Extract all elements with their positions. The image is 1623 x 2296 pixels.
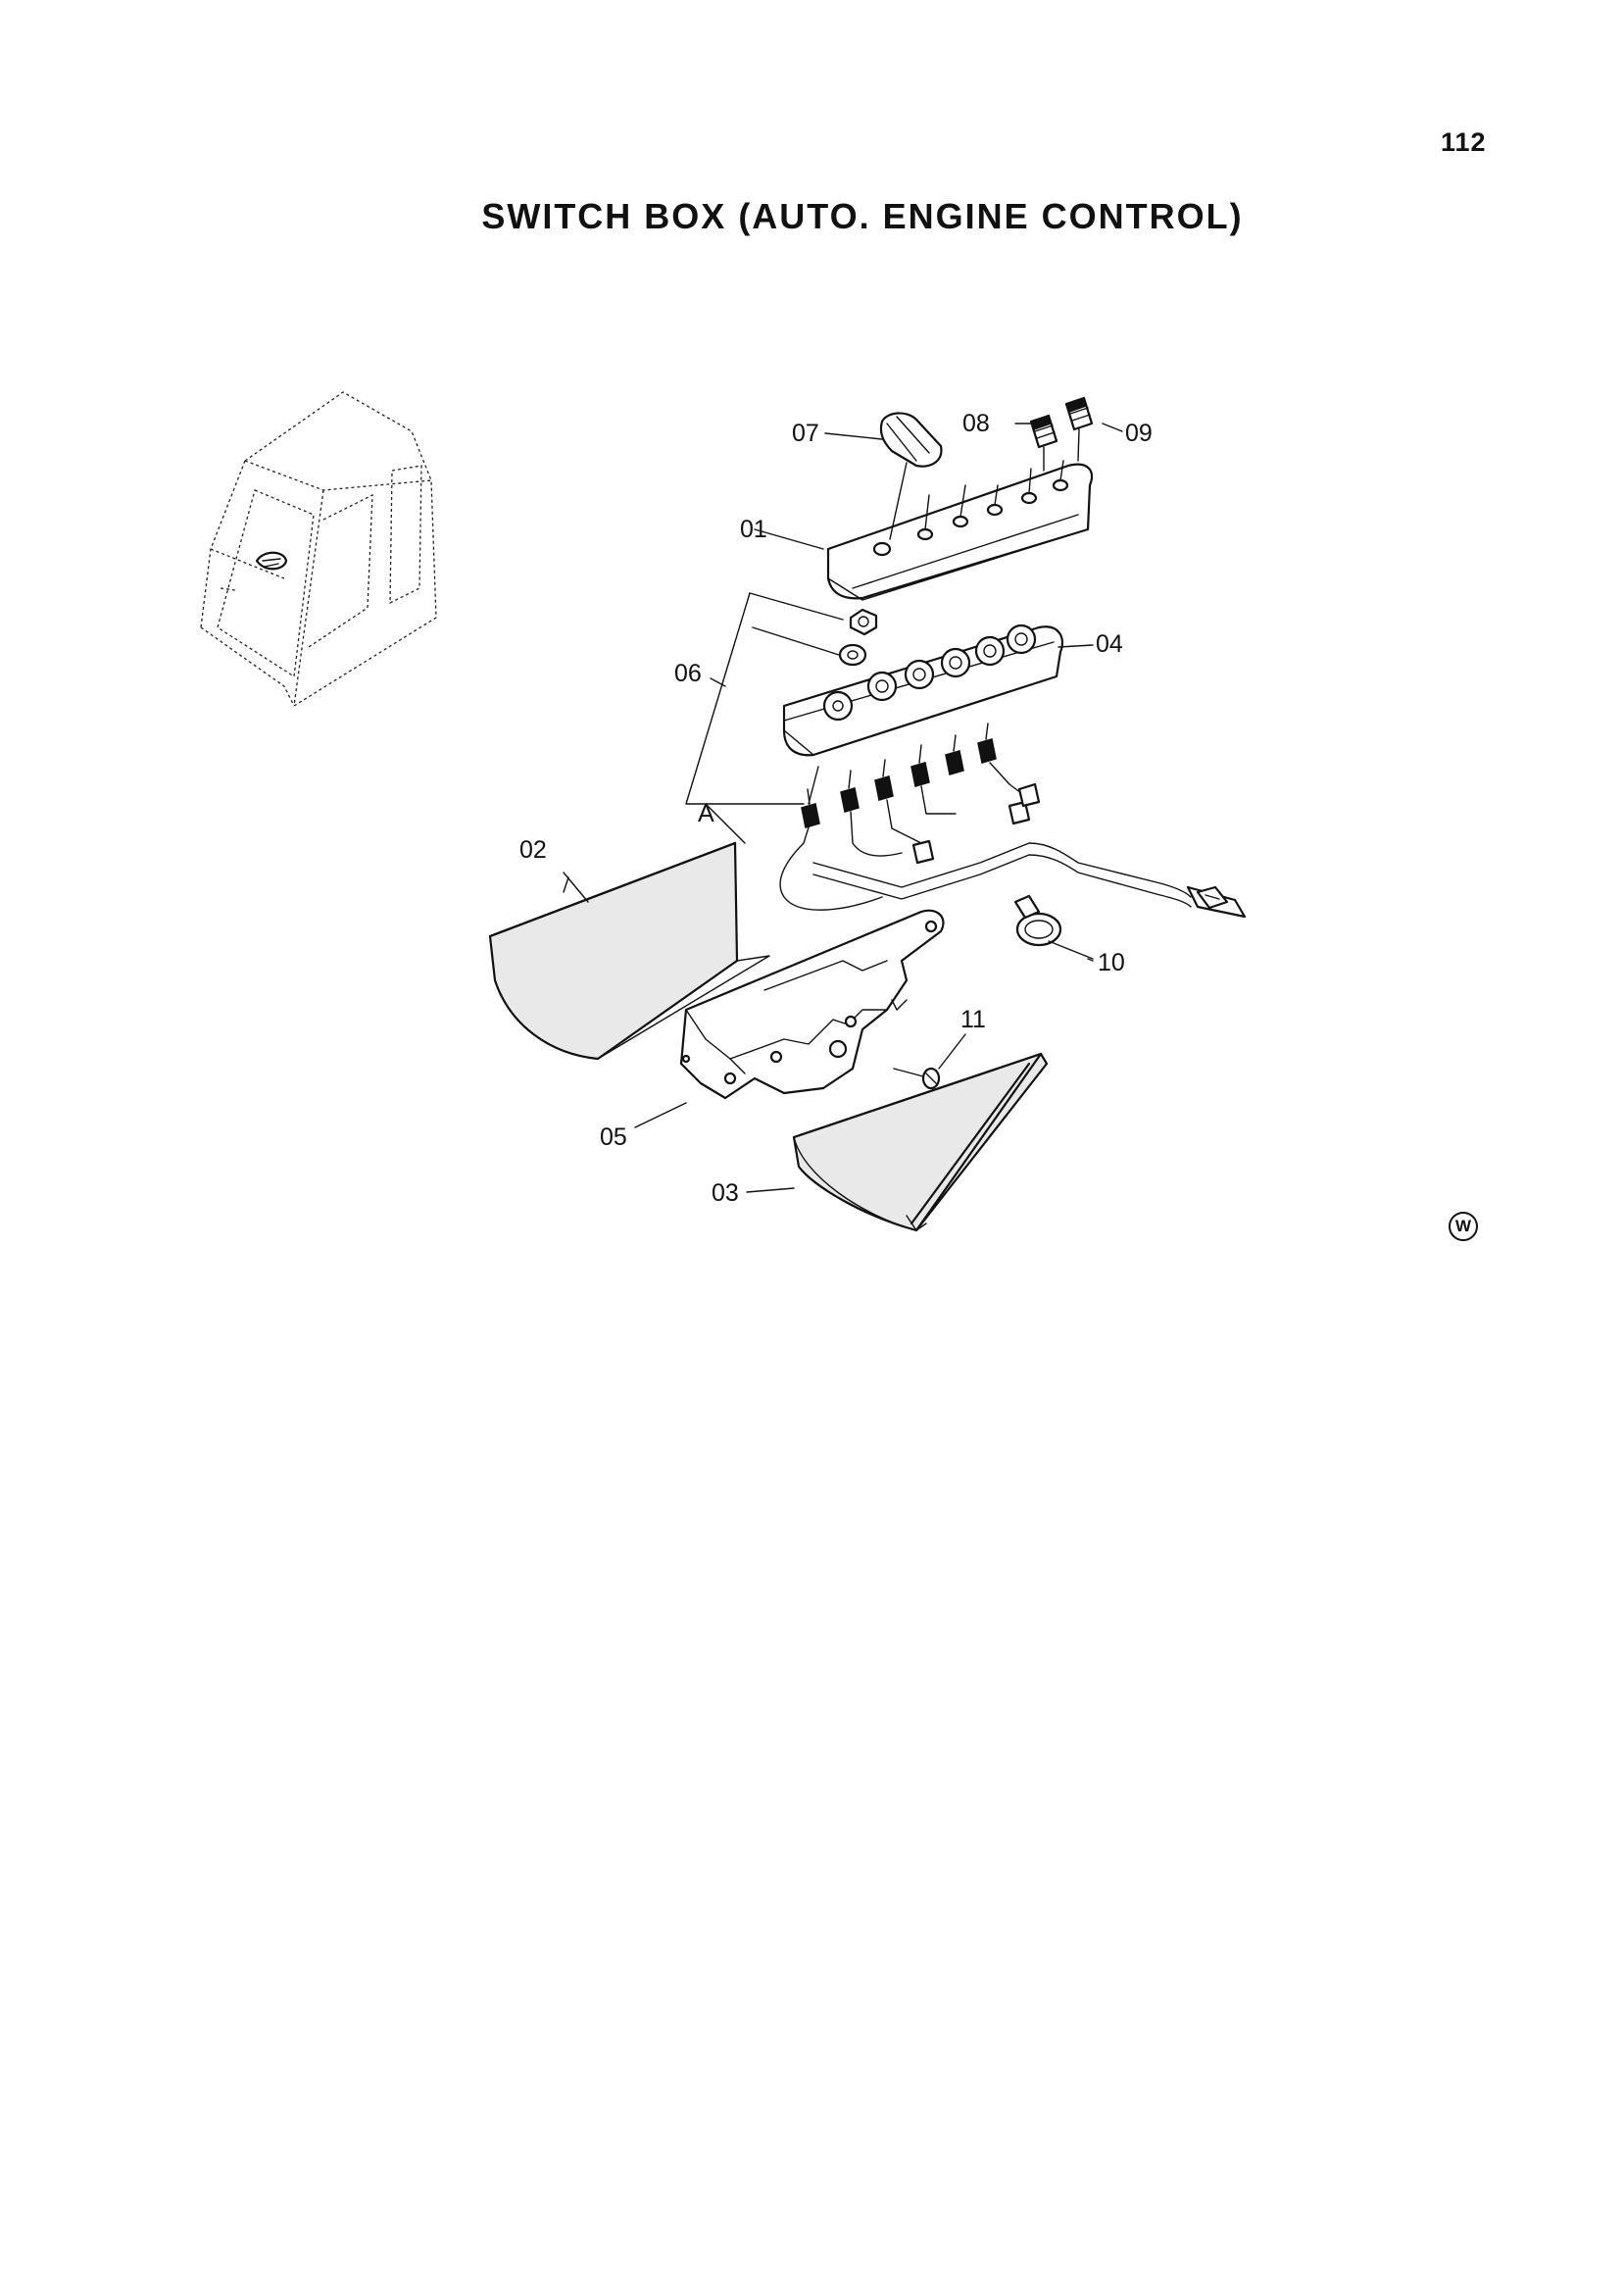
- detail-label-a: A: [698, 800, 714, 827]
- circled-w-mark: W: [1449, 1212, 1478, 1241]
- toggle-switches: [801, 723, 997, 828]
- harness-connector: [1186, 885, 1247, 919]
- callout-11: 11: [960, 1006, 986, 1033]
- part-04-switch-panel: [782, 624, 1064, 757]
- callout-01: 01: [740, 516, 767, 543]
- callout-05: 05: [600, 1123, 627, 1151]
- callout-07: 07: [792, 420, 819, 447]
- part-06-nut-washer: [685, 592, 878, 805]
- part-01-top-cover: [826, 460, 1094, 601]
- callout-06: 06: [674, 660, 702, 687]
- switch-set-harness: [779, 723, 1247, 919]
- callout-03: 03: [712, 1179, 739, 1207]
- callout-04: 04: [1096, 630, 1123, 658]
- part-10-cable-clamp: [1013, 894, 1094, 960]
- panel-switch-bosses: [822, 624, 1037, 722]
- part-05-bracket-plate: [679, 909, 945, 1100]
- part-08-knob: [1029, 414, 1058, 472]
- callout-08: 08: [962, 410, 990, 437]
- cab-locator-illustration: [200, 391, 437, 707]
- callout-leaders: [563, 423, 1123, 1193]
- part-11-screw: [893, 1033, 966, 1090]
- callout-labels: 07 08 09 01 04 06 A 02 10 11 05 03: [519, 410, 1153, 1207]
- switch-box-location-marker: [255, 551, 288, 571]
- part-07-rotary-knob: [879, 412, 943, 540]
- callout-09: 09: [1125, 420, 1153, 447]
- callout-02: 02: [519, 836, 547, 864]
- part-09-knob: [1064, 396, 1094, 462]
- page-number: 112: [1441, 127, 1487, 157]
- part-03-right-cover: [792, 1052, 1049, 1232]
- callout-10: 10: [1098, 949, 1125, 976]
- page-title: SWITCH BOX (AUTO. ENGINE CONTROL): [481, 196, 1244, 236]
- part-02-left-cover: [488, 841, 770, 1061]
